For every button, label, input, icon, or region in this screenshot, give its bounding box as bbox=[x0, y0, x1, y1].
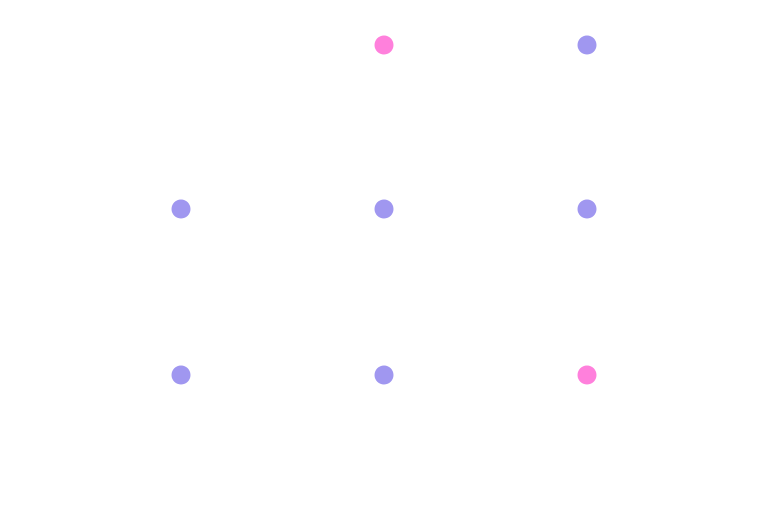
dot-r0-c2[interactable] bbox=[577, 35, 597, 55]
dot-r1-c1[interactable] bbox=[374, 199, 394, 219]
dot-r0-c1[interactable] bbox=[374, 35, 394, 55]
dot-r1-c0[interactable] bbox=[171, 199, 191, 219]
dot-r2-c1[interactable] bbox=[374, 365, 394, 385]
dot-r1-c2[interactable] bbox=[577, 199, 597, 219]
dot-r2-c0[interactable] bbox=[171, 365, 191, 385]
dot-r2-c2[interactable] bbox=[577, 365, 597, 385]
